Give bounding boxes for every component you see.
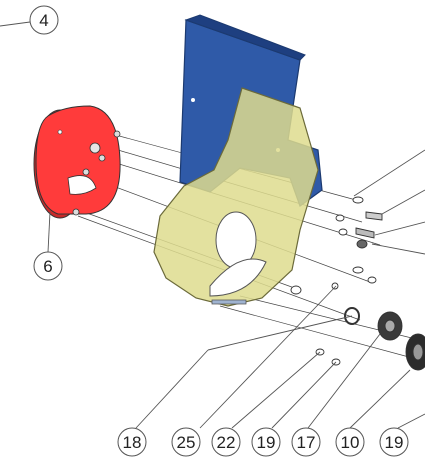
- svg-text:25: 25: [177, 433, 196, 452]
- callout-22: 22: [211, 427, 241, 457]
- red-disc-part: [33, 105, 121, 219]
- callout-25: 25: [171, 427, 201, 457]
- hardware-parts: [290, 196, 425, 371]
- svg-text:6: 6: [43, 257, 52, 276]
- callout-4: 4: [29, 5, 59, 35]
- svg-text:22: 22: [217, 433, 236, 452]
- svg-text:17: 17: [297, 433, 316, 452]
- callout-18: 18: [117, 427, 147, 457]
- callout-10: 10: [335, 427, 365, 457]
- svg-text:19: 19: [257, 433, 276, 452]
- svg-text:18: 18: [123, 433, 142, 452]
- svg-text:19: 19: [385, 433, 404, 452]
- yellow-housing: [153, 87, 319, 307]
- svg-text:10: 10: [341, 433, 360, 452]
- leader-lines: [0, 21, 425, 429]
- callout-19-right: 19: [379, 427, 409, 457]
- callout-6: 6: [33, 251, 63, 281]
- svg-text:4: 4: [39, 11, 48, 30]
- callout-17: 17: [291, 427, 321, 457]
- callout-19-left: 19: [251, 427, 281, 457]
